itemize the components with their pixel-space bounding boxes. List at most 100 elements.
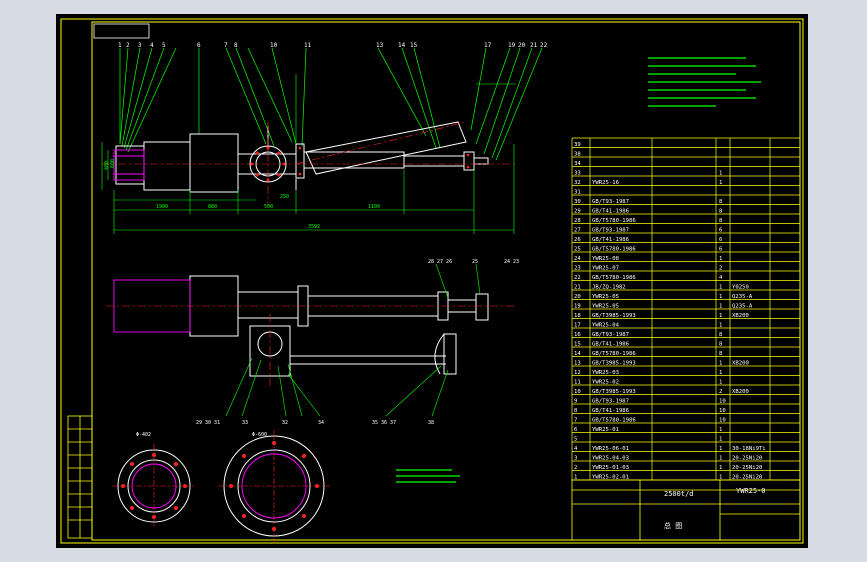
- table-cell-no: 21: [574, 284, 581, 290]
- table-cell-qty: 2: [719, 389, 722, 395]
- dimension-texts: 1900 880 500 250 1100 3592 480 600: [104, 159, 380, 230]
- table-cell-qty: 1: [719, 455, 722, 461]
- table-cell-no: 31: [574, 189, 581, 195]
- table-cell-no: 18: [574, 313, 581, 319]
- balloon-15: 15: [410, 42, 418, 49]
- binding-strip: [67, 415, 93, 539]
- table-cell-code: YWR25-04-03: [592, 455, 629, 461]
- table-cell-code: YWR25-02: [592, 379, 619, 385]
- table-cell-no: 6: [574, 427, 577, 433]
- plan-label-c: 24 23: [504, 259, 519, 265]
- table-cell-code: GB/T41-1986: [592, 237, 629, 243]
- table-cell-code: GB/T5780-1986: [592, 246, 636, 252]
- nozzle-tip: [113, 149, 145, 181]
- table-cell-code: YWR25-03: [592, 370, 619, 376]
- table-cell-mat: XB200: [732, 389, 749, 395]
- plan-label-a: 28 27 26: [428, 259, 452, 265]
- dim-880: 880: [208, 204, 217, 210]
- table-cell-qty: 1: [719, 303, 722, 309]
- table-cell-qty: 1: [719, 465, 722, 471]
- section-label-a: Φ-600: [252, 432, 267, 438]
- balloon-6: 6: [197, 42, 201, 49]
- table-cell-no: 3: [574, 455, 577, 461]
- table-cell-qty: 1: [719, 360, 722, 366]
- table-cell-no: 33: [574, 170, 581, 176]
- table-cell-no: 7: [574, 417, 577, 423]
- table-cell-no: 13: [574, 360, 581, 366]
- table-cell-code: GB/T5780-1986: [592, 275, 636, 281]
- table-cell-qty: 8: [719, 341, 723, 347]
- table-cell-qty: 8: [719, 218, 723, 224]
- table-cell-no: 27: [574, 227, 581, 233]
- dim-3592: 3592: [308, 224, 320, 230]
- balloon-4: 4: [150, 42, 154, 49]
- table-cell-no: 9: [574, 398, 577, 404]
- dim-250: 250: [280, 194, 289, 200]
- table-cell-no: 32: [574, 180, 581, 186]
- table-cell-code: GB/T93-1987: [592, 398, 629, 404]
- table-cell-code: YWR25-16: [592, 180, 619, 186]
- table-cell-no: 17: [574, 322, 581, 328]
- table-cell-qty: 6: [719, 227, 722, 233]
- drawing-code: YWR25-0: [736, 487, 766, 495]
- balloon-21: 21: [530, 42, 538, 49]
- title-block: [571, 479, 801, 541]
- table-cell-code: GB/T5780-1986: [592, 351, 636, 357]
- centerlines: [102, 121, 516, 206]
- balloon-7: 7: [224, 42, 228, 49]
- balloon-1: 1: [118, 42, 122, 49]
- table-cell-qty: 1: [719, 370, 722, 376]
- balloon-19: 19: [508, 42, 516, 49]
- table-cell-mat: XB200: [732, 360, 749, 366]
- table-cell-no: 1: [574, 474, 577, 480]
- table-cell-mat: Y0250: [732, 284, 749, 290]
- table-cell-no: 38: [574, 151, 581, 157]
- bottom-label-1: 29 30 31: [196, 420, 220, 426]
- table-cell-mat: 30-18Ni9Ti: [732, 446, 766, 452]
- table-cell-qty: 10: [719, 408, 726, 414]
- table-cell-code: GB/T41-1986: [592, 208, 629, 214]
- table-cell-no: 26: [574, 237, 581, 243]
- table-cell-qty: 1: [719, 436, 722, 442]
- table-cell-no: 22: [574, 275, 581, 281]
- table-cell-code: GB/T93-1987: [592, 227, 629, 233]
- table-cell-qty: 6: [719, 246, 722, 252]
- table-cell-code: GB/T5780-1986: [592, 417, 636, 423]
- table-cell-mat: 20-25Ni20: [732, 474, 762, 480]
- table-cell-code: GB/T3985-1993: [592, 389, 636, 395]
- table-cell-no: 25: [574, 246, 581, 252]
- sheet-title: 总 图: [664, 521, 682, 530]
- table-cell-qty: 8: [719, 332, 723, 338]
- table-cell-qty: 1: [719, 256, 722, 262]
- table-cell-no: 28: [574, 218, 581, 224]
- table-cell-no: 19: [574, 303, 581, 309]
- table-cell-code: GB/T93-1987: [592, 332, 629, 338]
- balloon-13: 13: [376, 42, 384, 49]
- table-cell-qty: 1: [719, 322, 722, 328]
- plan-view: 28 27 26 25 24 23 29 30 31 33 32 34 35 3…: [106, 259, 519, 426]
- table-cell-code: GB/T5780-1986: [592, 218, 636, 224]
- table-cell-no: 5: [574, 436, 577, 442]
- table-cell-no: 16: [574, 332, 581, 338]
- table-cell-code: GB/T3985-1993: [592, 313, 636, 319]
- balloon-14: 14: [398, 42, 406, 49]
- table-cell-qty: 1: [719, 170, 722, 176]
- balloon-11: 11: [304, 42, 312, 49]
- dim-500: 500: [264, 204, 273, 210]
- balloon-numbers: 1 2 3 4 5 6 7 8 10 11 13 14 15 17 19 20 …: [118, 42, 548, 49]
- drawing-sheet: 1 2 3 4 5 6 7 8 10 11 13 14 15 17 19 20 …: [56, 14, 808, 548]
- table-cell-code: YWR25-07: [592, 265, 619, 271]
- dim-1900: 1900: [156, 204, 168, 210]
- table-cell-no: 8: [574, 408, 578, 414]
- table-cell-no: 2: [574, 465, 577, 471]
- balloon-17: 17: [484, 42, 492, 49]
- table-cell-qty: 1: [719, 474, 722, 480]
- table-cell-code: GB/T41-1986: [592, 341, 629, 347]
- plan-label-b: 25: [472, 259, 478, 265]
- table-cell-code: GB/T3985-1993: [592, 360, 636, 366]
- balloon-20: 20: [518, 42, 526, 49]
- section-views: Φ-402 Φ-600: [112, 430, 330, 542]
- dim-480: 480: [104, 161, 110, 170]
- table-cell-qty: 1: [719, 294, 722, 300]
- table-cell-no: 29: [574, 208, 581, 214]
